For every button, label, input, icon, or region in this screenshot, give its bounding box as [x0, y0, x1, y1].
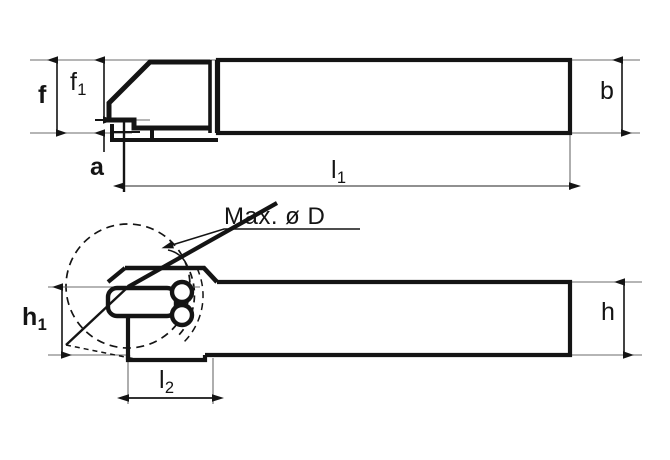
dim-h1-ray-upper — [65, 286, 129, 346]
max-swing-inner-arc — [177, 271, 196, 337]
max-d-leader-line — [161, 228, 360, 249]
max-d-arc-tick — [167, 249, 189, 269]
side-view-group — [30, 56, 640, 192]
dim-label-b-text: b — [600, 77, 614, 105]
dim-label-h1-text: h — [22, 303, 38, 331]
clamp-screw-lower — [169, 302, 195, 328]
max-swing-outer-arc — [183, 267, 204, 343]
shank-plan-profile — [205, 279, 573, 358]
dim-label-l1-text: l — [331, 156, 337, 184]
dim-label-l2: l2 — [159, 366, 174, 397]
dim-h1-ray-lower — [65, 344, 141, 361]
dim-label-f1-subscript: 1 — [77, 80, 87, 99]
head-angled-edge — [126, 201, 279, 289]
dim-label-b: b — [600, 79, 614, 104]
max-diameter-label: Max. ø D — [224, 205, 325, 229]
head-top-chamfer — [106, 266, 127, 284]
dim-label-h: h — [601, 300, 615, 325]
dim-label-a: a — [90, 155, 104, 180]
dim-label-f-text: f — [38, 81, 47, 109]
plan-view-group — [48, 201, 642, 404]
dim-label-a-text: a — [90, 153, 104, 181]
dim-label-h1: h1 — [22, 303, 47, 334]
dim-label-f1-text: f — [70, 68, 77, 96]
dim-label-f: f — [38, 83, 46, 108]
max-diameter-label-text: Max. ø D — [224, 203, 326, 230]
dim-label-l2-text: l — [159, 366, 165, 394]
shank-side-profile — [215, 57, 573, 136]
dim-label-l2-subscript: 2 — [164, 378, 175, 397]
tool-head-side-profile — [106, 59, 210, 131]
dim-label-h1-subscript: 1 — [37, 315, 47, 334]
dim-label-f1: f1 — [70, 68, 86, 99]
clamp-screw-upper — [169, 279, 195, 305]
cutting-insert-plan — [105, 285, 179, 319]
dim-label-l1-subscript: 1 — [336, 168, 347, 187]
dim-label-h-text: h — [601, 298, 615, 326]
dim-label-l1: l1 — [331, 156, 346, 187]
shank-shoulder-step — [177, 265, 219, 284]
